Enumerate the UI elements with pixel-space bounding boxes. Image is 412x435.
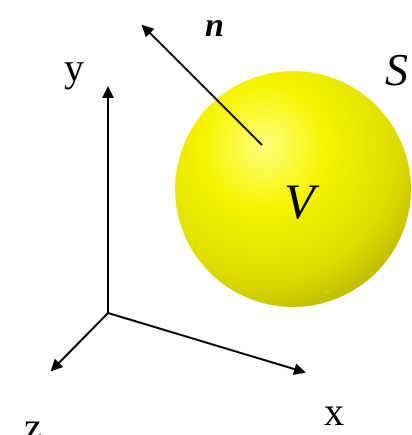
surface-label: S	[385, 44, 408, 95]
normal-vector-arrow	[141, 24, 263, 146]
y-axis-label: y	[64, 45, 84, 90]
z-axis-arrow	[50, 312, 109, 372]
normal-vector-label: n	[205, 7, 224, 44]
x-axis-label: x	[324, 389, 344, 434]
z-axis-label: z	[24, 404, 42, 435]
sphere-volume	[175, 71, 411, 307]
volume-label: V	[284, 173, 320, 229]
coordinate-axes	[50, 86, 306, 375]
x-axis-arrow	[107, 312, 306, 375]
